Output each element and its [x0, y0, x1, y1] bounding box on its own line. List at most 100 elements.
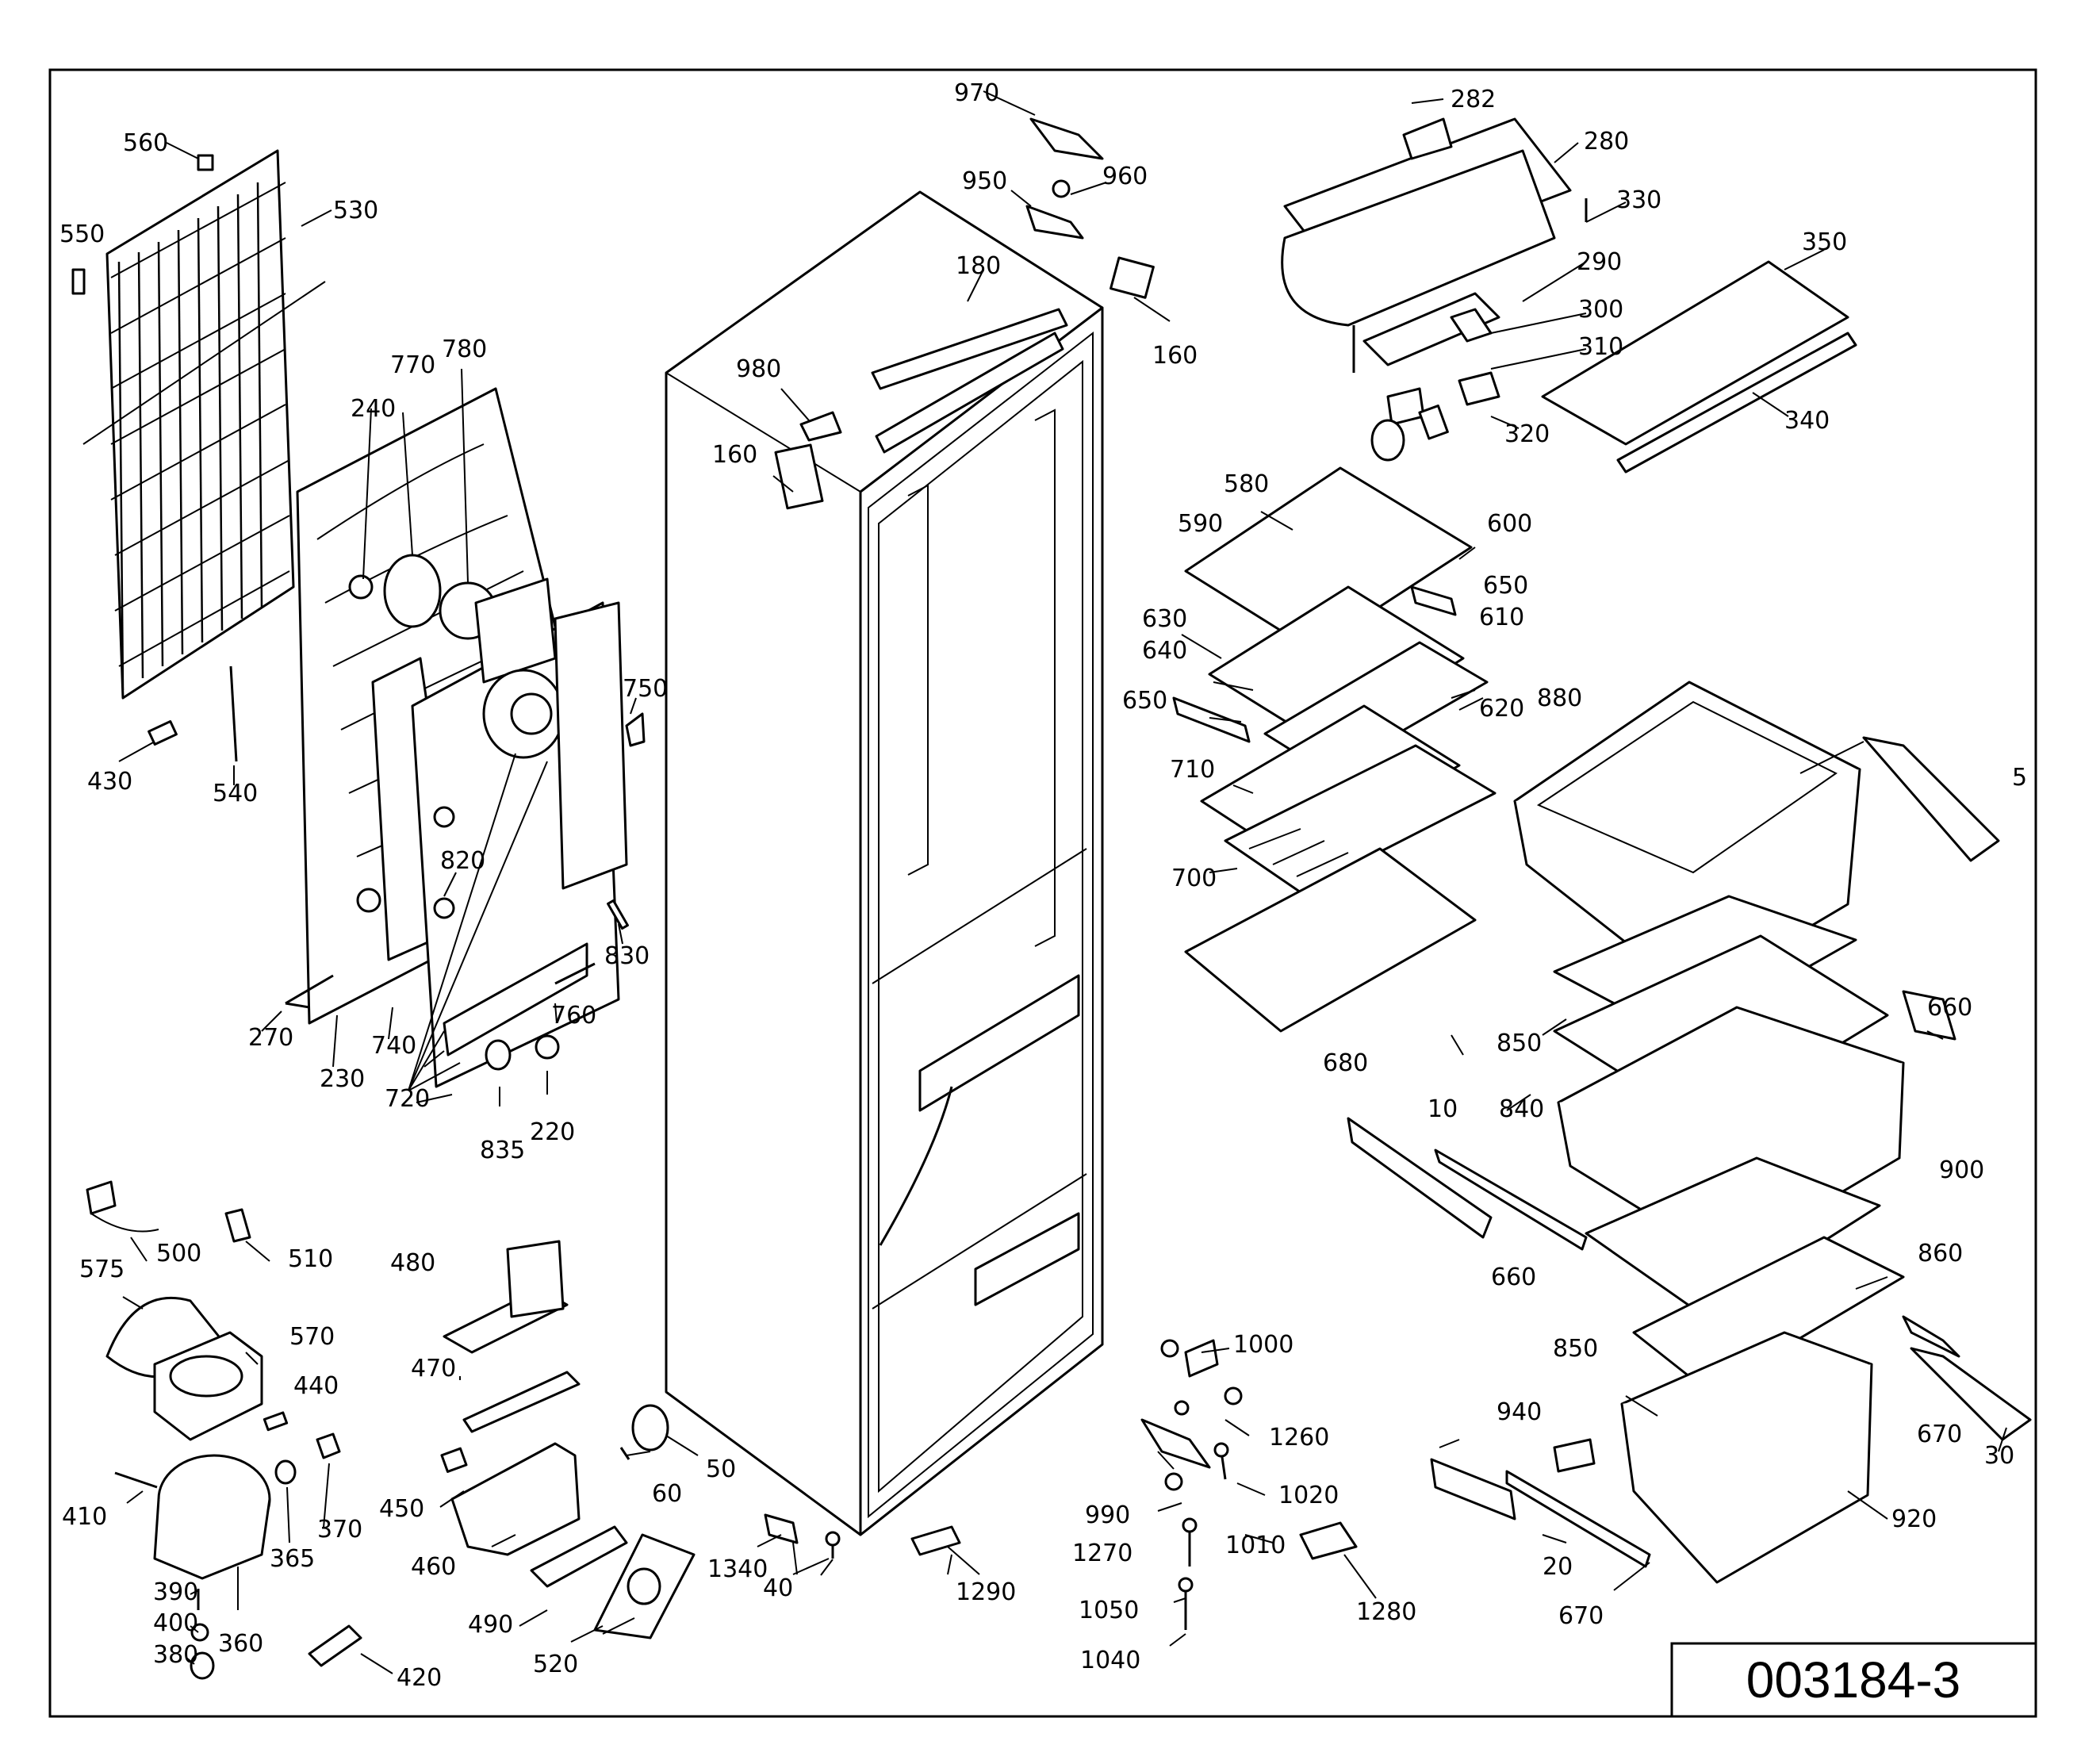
part-label: 770	[390, 351, 435, 379]
part-label: 10	[1428, 1095, 1458, 1123]
part-label: 270	[248, 1024, 293, 1052]
part-label: 450	[379, 1495, 424, 1523]
part-label: 750	[623, 675, 668, 703]
cabinet-part	[665, 190, 1155, 1536]
part-label: 490	[468, 1611, 513, 1639]
part-label: 530	[333, 197, 378, 224]
part-label: 350	[1802, 228, 1847, 256]
part-label: 340	[1784, 407, 1830, 435]
part-label: 630	[1142, 605, 1187, 633]
part-label: 420	[397, 1664, 442, 1692]
part-label: 380	[153, 1641, 198, 1669]
part-label: 550	[59, 220, 105, 248]
part-label: 760	[551, 1002, 596, 1030]
part-label: 240	[351, 395, 396, 423]
crisper-920-part	[1430, 1156, 2032, 1584]
part-label: 60	[652, 1480, 682, 1508]
part-label: 30	[1984, 1442, 2014, 1470]
part-label: 970	[954, 79, 999, 107]
part-label: 20	[1543, 1553, 1573, 1581]
part-label: 510	[288, 1245, 333, 1273]
part-label: 990	[1085, 1501, 1130, 1529]
part-label: 560	[123, 129, 168, 157]
part-label: 710	[1170, 756, 1215, 784]
part-label: 290	[1577, 248, 1622, 276]
part-label: 1020	[1278, 1482, 1339, 1509]
part-label: 50	[706, 1455, 736, 1483]
part-label: 940	[1497, 1398, 1542, 1426]
part-label: 570	[289, 1323, 335, 1351]
part-label: 1040	[1080, 1647, 1140, 1674]
part-label: 330	[1616, 186, 1661, 214]
part-label: 860	[1918, 1240, 1963, 1267]
part-label: 390	[153, 1578, 198, 1606]
part-label: 780	[442, 336, 487, 363]
part-label: 590	[1178, 510, 1223, 538]
part-label: 280	[1584, 128, 1629, 155]
part-label: 282	[1451, 86, 1496, 113]
part-label: 960	[1102, 163, 1148, 190]
part-label: 650	[1122, 687, 1167, 715]
part-label: 640	[1142, 637, 1187, 665]
part-label: 950	[962, 167, 1007, 195]
part-label: 365	[270, 1545, 315, 1573]
part-label: 980	[736, 355, 781, 383]
part-label: 650	[1483, 572, 1528, 600]
part-label: 610	[1479, 604, 1524, 631]
part-label: 410	[62, 1503, 107, 1531]
part-label: 620	[1479, 695, 1524, 723]
part-label: 575	[79, 1256, 125, 1283]
top-shelf-part	[1541, 260, 1857, 474]
glass-shelves-part	[1172, 466, 1497, 1033]
evaporator-plate-part	[285, 387, 646, 1103]
part-label: 430	[87, 768, 132, 796]
lower-hinge-part	[1140, 1339, 1358, 1630]
part-label: 670	[1917, 1421, 1962, 1448]
part-label: 900	[1939, 1156, 1984, 1184]
part-label: 835	[480, 1137, 525, 1164]
part-label: 180	[956, 252, 1001, 280]
part-label: 840	[1499, 1095, 1544, 1123]
part-label: 720	[385, 1085, 430, 1113]
part-label: 580	[1224, 470, 1269, 498]
part-label: 40	[763, 1574, 793, 1602]
part-label: 660	[1927, 994, 1972, 1022]
part-label: 700	[1171, 865, 1217, 892]
part-label: 1260	[1269, 1424, 1329, 1451]
part-label: 1290	[956, 1578, 1016, 1606]
part-label: 680	[1323, 1049, 1368, 1077]
part-label: 320	[1504, 420, 1550, 448]
part-label: 880	[1537, 685, 1582, 712]
air-duct-part	[1281, 117, 1588, 462]
part-label: 470	[411, 1355, 456, 1382]
part-label: 160	[712, 441, 757, 469]
part-label: 600	[1487, 510, 1532, 538]
part-label: 1340	[707, 1555, 768, 1583]
part-label: 830	[604, 942, 650, 970]
hinge-cover-part	[799, 117, 1104, 442]
part-label: 540	[213, 780, 258, 807]
part-label: 820	[440, 847, 485, 875]
part-label: 1010	[1225, 1532, 1286, 1559]
part-label: 520	[533, 1651, 578, 1678]
part-label: 300	[1578, 296, 1623, 324]
diagram-frame	[48, 68, 2037, 1718]
part-label: 220	[530, 1118, 575, 1146]
part-label: 360	[218, 1630, 263, 1658]
part-label: 850	[1553, 1335, 1598, 1363]
part-label: 500	[156, 1240, 201, 1267]
part-label: 5	[2012, 764, 2027, 792]
part-label: 1280	[1356, 1598, 1416, 1626]
part-label: 310	[1578, 333, 1623, 361]
part-label: 460	[411, 1553, 456, 1581]
part-label: 670	[1558, 1602, 1604, 1630]
part-label: 400	[153, 1609, 198, 1637]
part-label: 1050	[1079, 1597, 1139, 1624]
compressor-part	[86, 1180, 362, 1680]
reference-code: 003184-3	[1746, 1651, 1960, 1708]
part-label: 160	[1152, 342, 1198, 370]
part-label: 440	[293, 1372, 339, 1400]
part-label: 370	[317, 1516, 362, 1544]
condenser-part	[71, 149, 326, 762]
